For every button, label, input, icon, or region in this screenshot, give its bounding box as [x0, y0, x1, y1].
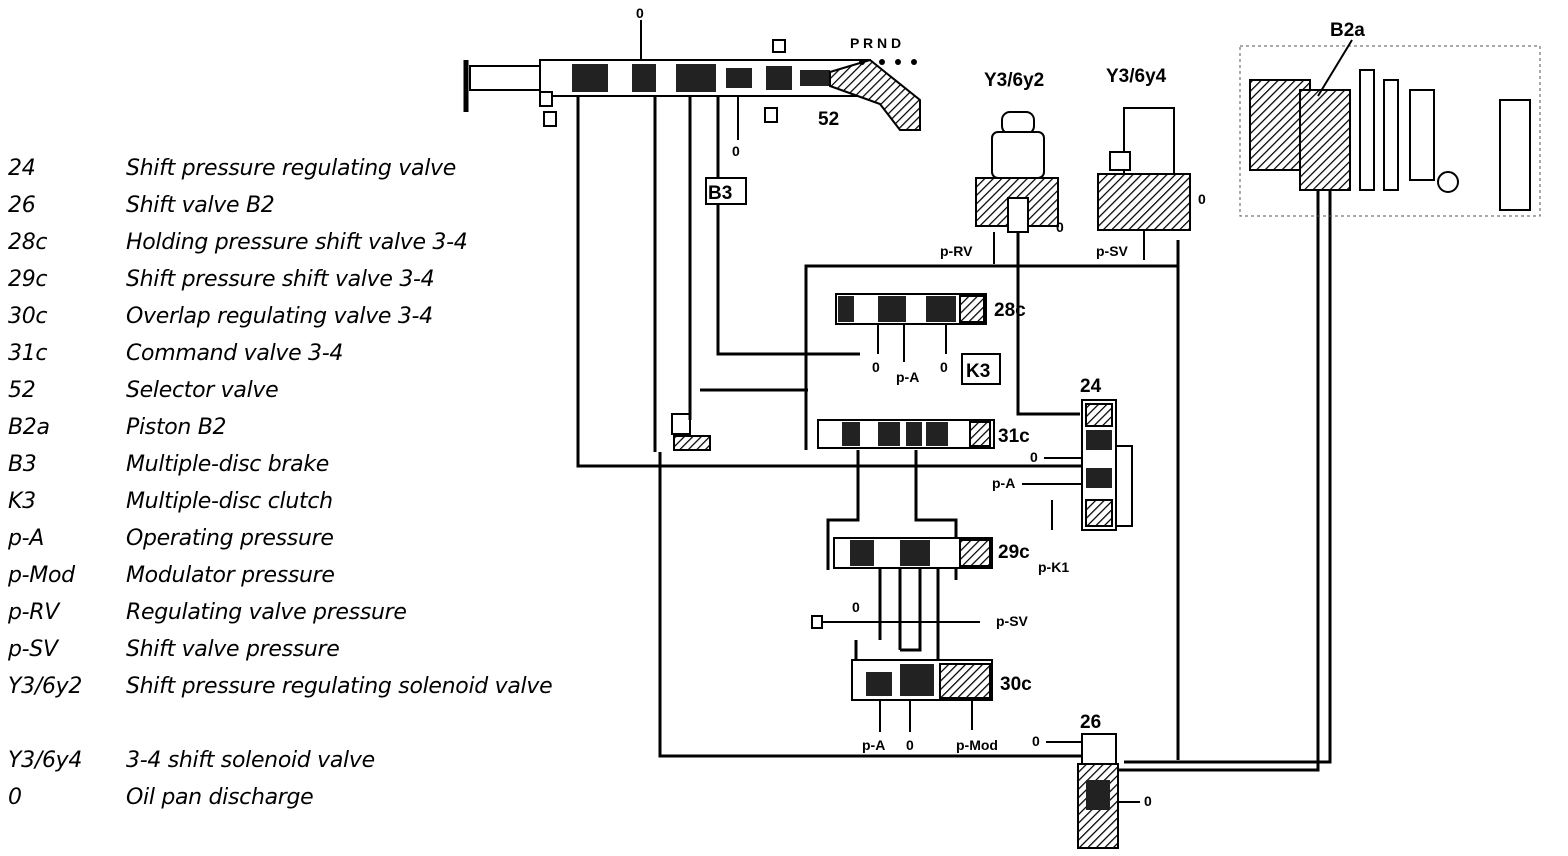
- legend-description: Shift pressure regulating solenoid valve: [126, 674, 553, 699]
- valve-31c: [817, 419, 995, 449]
- valve-28c: [835, 293, 987, 325]
- legend-code: 29c: [8, 267, 48, 292]
- legend-code: 26: [8, 193, 36, 218]
- label-26: 26: [1080, 712, 1101, 733]
- legend-row: 24 Shift pressure regulating valve: [8, 156, 568, 193]
- legend-code: B2a: [8, 415, 50, 440]
- label-p-sv-mid: p-SV: [996, 613, 1029, 629]
- k3-box: [961, 353, 1001, 385]
- label-zero-y2: 0: [1056, 219, 1064, 235]
- label-k3: K3: [966, 361, 990, 382]
- legend-description: Operating pressure: [126, 526, 334, 551]
- label-zero-28c-a: 0: [872, 359, 880, 375]
- label-24: 24: [1080, 376, 1102, 397]
- label-b3: B3: [708, 183, 732, 204]
- valve-26: [1077, 733, 1119, 849]
- legend-description: Piston B2: [126, 415, 227, 440]
- legend-description: Shift valve B2: [126, 193, 275, 218]
- legend-description: Oil pan discharge: [126, 785, 314, 810]
- label-zero-28c-b: 0: [940, 359, 948, 375]
- legend-row: 30c Overlap regulating valve 3-4: [8, 304, 568, 341]
- legend-row: p-A Operating pressure: [8, 526, 568, 563]
- solenoid-y3-6y4: [1097, 107, 1191, 231]
- legend-description: Shift pressure regulating valve: [126, 156, 456, 181]
- legend-description: Holding pressure shift valve 3-4: [126, 230, 468, 255]
- legend-row: B3 Multiple-disc brake: [8, 452, 568, 489]
- legend-code: Y3/6y4: [8, 748, 83, 773]
- legend-row: 29c Shift pressure shift valve 3-4: [8, 267, 568, 304]
- label-zero-y4: 0: [1198, 191, 1206, 207]
- label-30c: 30c: [1000, 674, 1032, 695]
- label-p-sv-top: p-SV: [1096, 243, 1129, 259]
- legend-code: p-A: [8, 526, 45, 551]
- legend-description: 3-4 shift solenoid valve: [126, 748, 375, 773]
- prnd-label: P R N D: [850, 35, 901, 51]
- legend-code: p-SV: [8, 637, 58, 662]
- legend-code: 30c: [8, 304, 48, 329]
- legend-description: Overlap regulating valve 3-4: [126, 304, 433, 329]
- legend-row: 52 Selector valve: [8, 378, 568, 415]
- label-zero-24: 0: [1030, 449, 1038, 465]
- label-b2a: B2a: [1330, 20, 1365, 41]
- valve-30c: [851, 659, 993, 701]
- label-28c: 28c: [994, 300, 1026, 321]
- legend-code: 31c: [8, 341, 48, 366]
- legend-row: p-Mod Modulator pressure: [8, 563, 568, 600]
- label-zero-29c: 0: [852, 599, 860, 615]
- label-p-rv: p-RV: [940, 243, 973, 259]
- label-zero-30c: 0: [906, 737, 914, 753]
- solenoid-y3-6y2: [975, 111, 1059, 233]
- legend-code: K3: [8, 489, 36, 514]
- label-52: 52: [818, 109, 839, 130]
- label-zero-26-a: 0: [1032, 733, 1040, 749]
- legend-code: Y3/6y2: [8, 674, 83, 699]
- legend-description: Modulator pressure: [126, 563, 335, 588]
- legend-description: Regulating valve pressure: [126, 600, 407, 625]
- label-zero-52: 0: [732, 143, 740, 159]
- legend-code: 52: [8, 378, 36, 403]
- label-p-mod: p-Mod: [956, 737, 998, 753]
- legend-row: 31c Command valve 3-4: [8, 341, 568, 378]
- label-zero-26-b: 0: [1144, 793, 1152, 809]
- legend-description: Shift valve pressure: [126, 637, 340, 662]
- label-p-a-24: p-A: [992, 475, 1015, 491]
- piston-b2a: [1239, 39, 1541, 217]
- legend-row: B2a Piston B2: [8, 415, 568, 452]
- legend-row: K3 Multiple-disc clutch: [8, 489, 568, 526]
- hydraulic-lines: [576, 96, 1332, 772]
- legend-description: Command valve 3-4: [126, 341, 344, 366]
- legend-row: 0 Oil pan discharge: [8, 785, 568, 822]
- b3-valve: [671, 413, 691, 435]
- legend-row: Y3/6y4 3-4 shift solenoid valve: [8, 748, 568, 785]
- legend-code: 24: [8, 156, 36, 181]
- legend-code: 28c: [8, 230, 48, 255]
- legend-code: B3: [8, 452, 37, 477]
- label-31c: 31c: [998, 426, 1030, 447]
- label-y3-6y4: Y3/6y4: [1106, 66, 1167, 87]
- legend-row: 26 Shift valve B2: [8, 193, 568, 230]
- legend-row: Y3/6y2 Shift pressure regulating solenoid…: [8, 674, 568, 748]
- legend-row: p-RV Regulating valve pressure: [8, 600, 568, 637]
- b3-box: [705, 177, 747, 205]
- legend-code: 0: [8, 785, 22, 810]
- legend-description: Selector valve: [126, 378, 279, 403]
- selector-valve-52: [463, 20, 921, 140]
- label-zero-top: 0: [636, 5, 644, 21]
- label-29c: 29c: [998, 542, 1030, 563]
- valve-24: [1081, 399, 1133, 531]
- valve-29c: [833, 537, 993, 569]
- label-p-k1: p-K1: [1038, 559, 1069, 575]
- label-p-a-30c: p-A: [862, 737, 885, 753]
- legend-description: Shift pressure shift valve 3-4: [126, 267, 435, 292]
- legend-row: p-SV Shift valve pressure: [8, 637, 568, 674]
- label-p-a-28c: p-A: [896, 369, 919, 385]
- legend-code: p-Mod: [8, 563, 75, 588]
- legend-code: p-RV: [8, 600, 60, 625]
- legend-description: Multiple-disc clutch: [126, 489, 333, 514]
- legend-row: 28c Holding pressure shift valve 3-4: [8, 230, 568, 267]
- label-y3-6y2: Y3/6y2: [984, 70, 1044, 91]
- legend-description: Multiple-disc brake: [126, 452, 330, 477]
